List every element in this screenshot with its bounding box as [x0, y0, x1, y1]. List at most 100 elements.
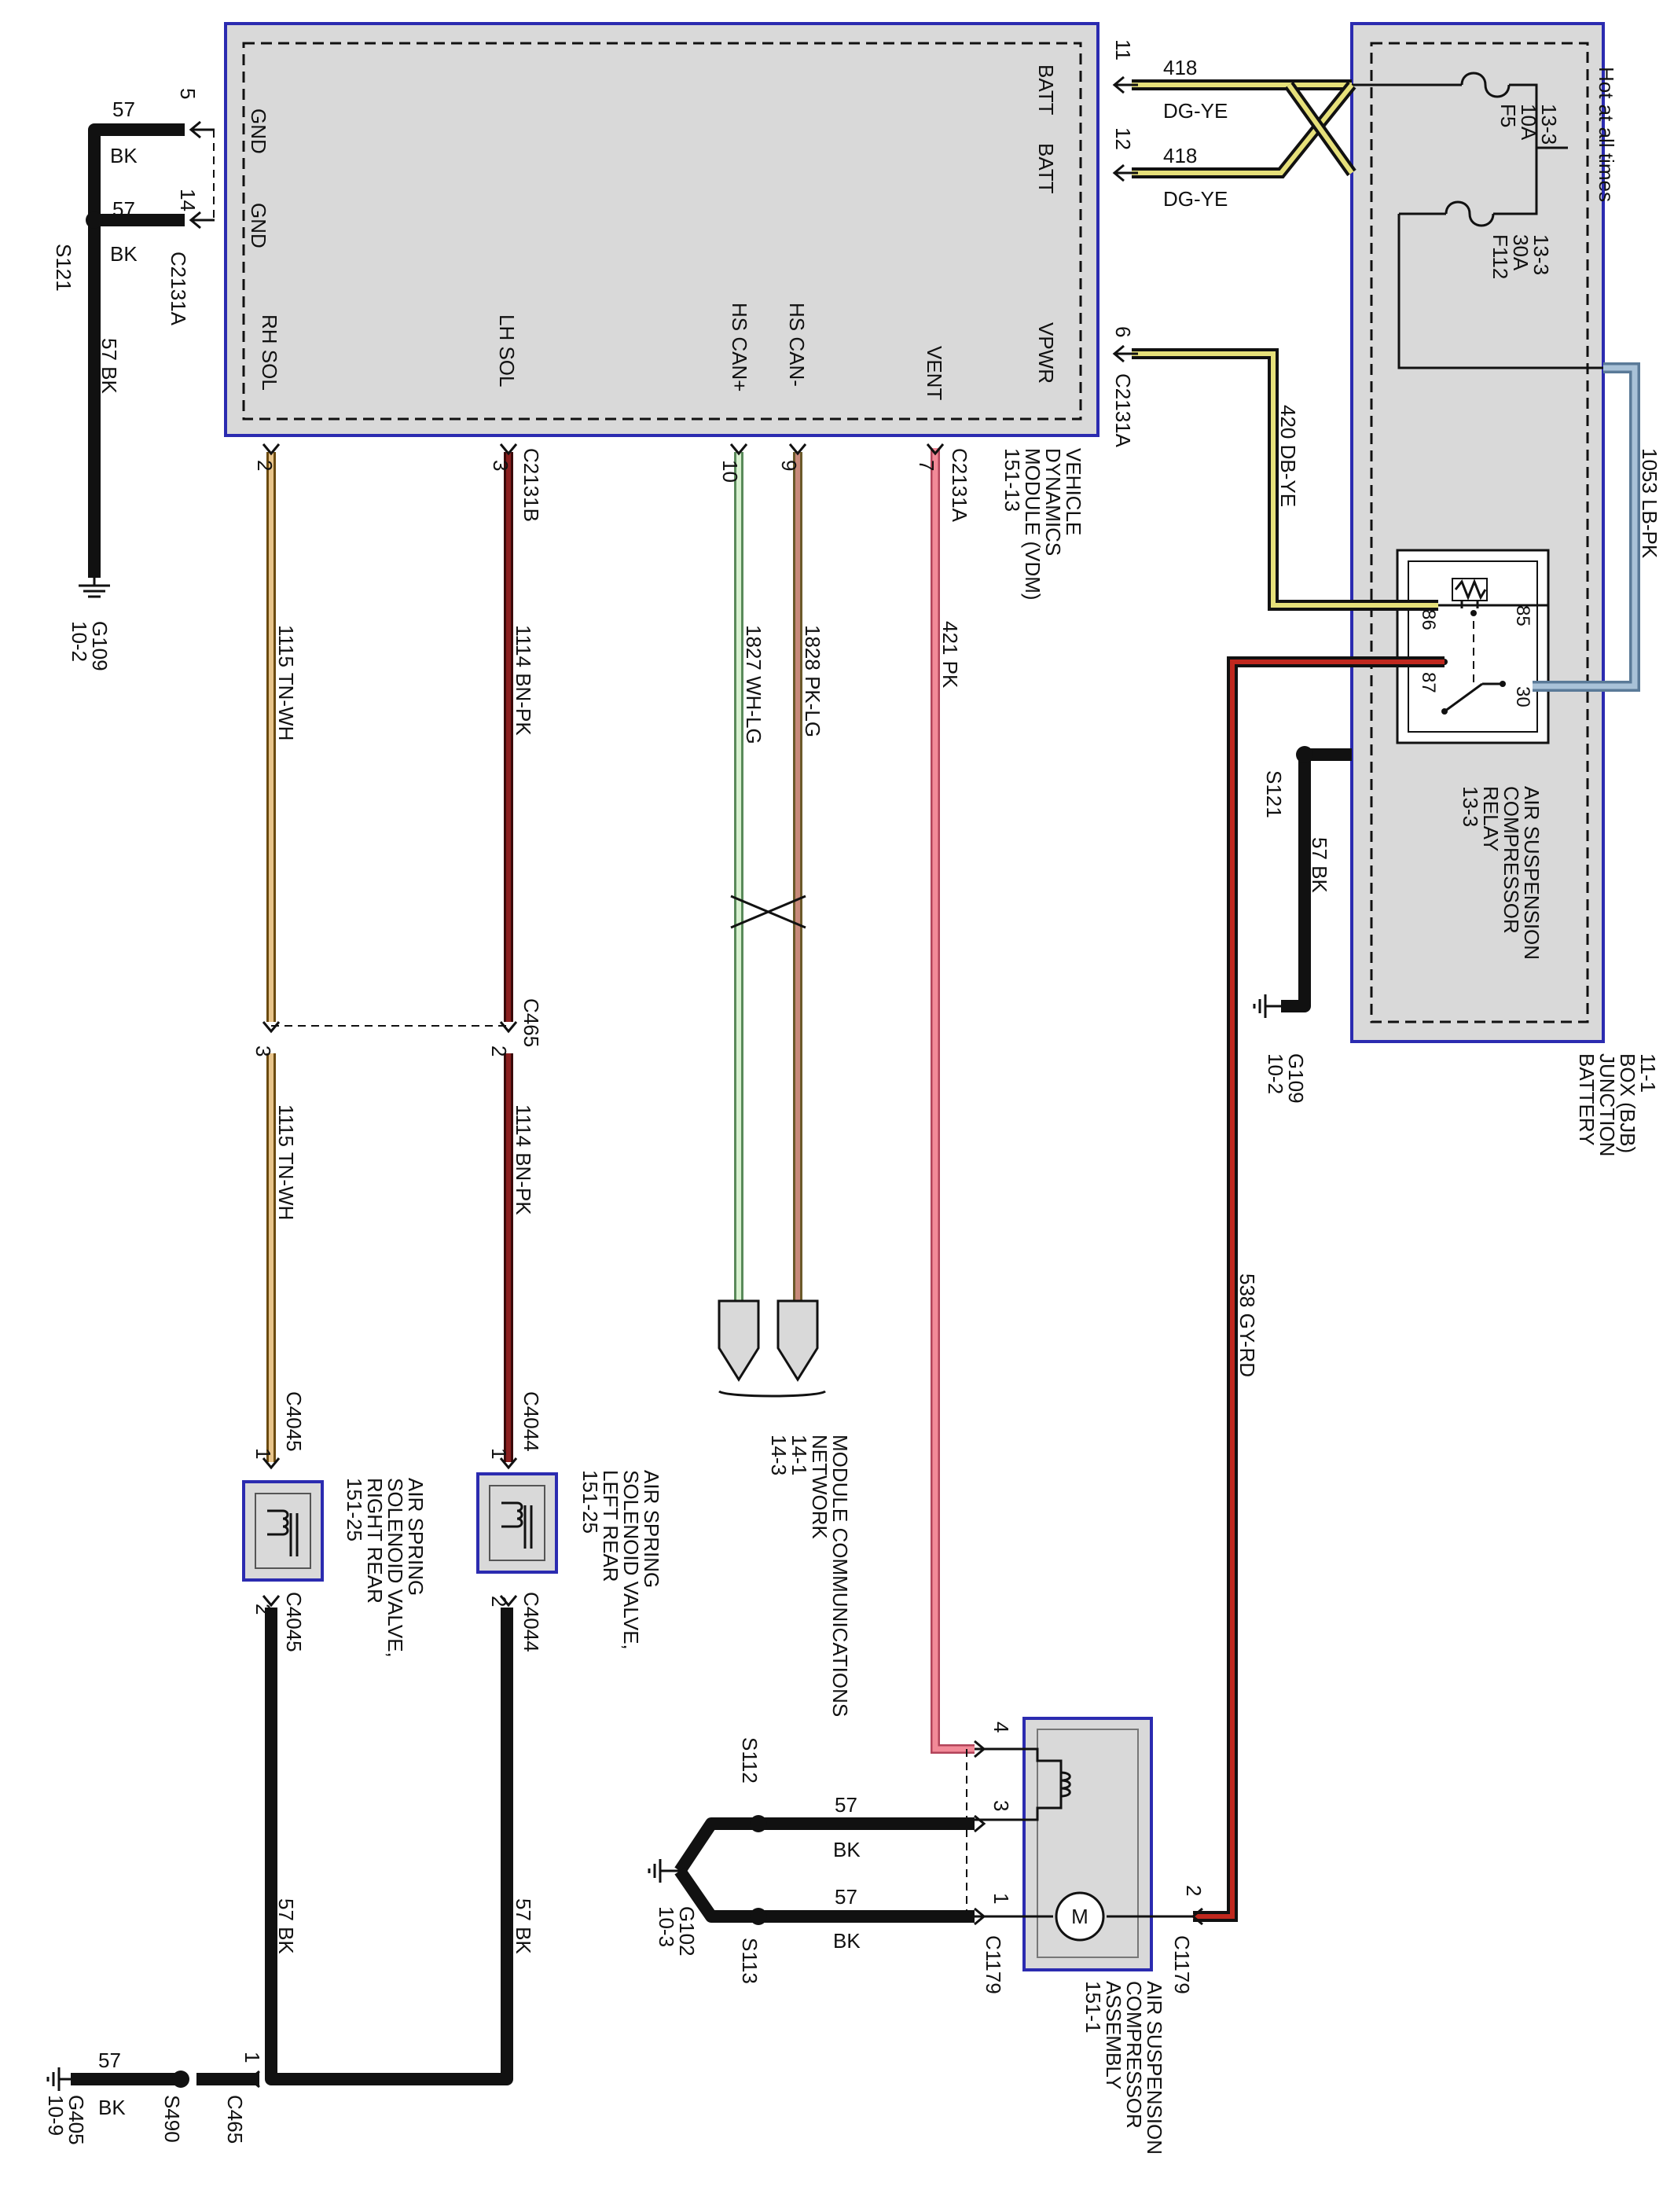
wire-1053 [1533, 362, 1640, 692]
conn-c465-bot: C465 [223, 2095, 247, 2144]
pin-5: 5 [176, 88, 200, 99]
relay-symbol [1396, 549, 1550, 744]
splice-s113 [750, 1908, 767, 1925]
svg-text:BATTERY: BATTERY [1575, 1053, 1599, 1146]
ground-g102-label: G102 10-3 [655, 1906, 699, 1957]
wire-57-rr-ground [265, 1608, 513, 2085]
svg-text:F5: F5 [1496, 104, 1520, 127]
pin-c465-3: 3 [251, 1045, 275, 1056]
valve-lr-label: AIR SPRING SOLENOID VALVE, LEFT REAR 151… [578, 1470, 663, 1650]
conn-c465-mid: C465 [519, 998, 543, 1047]
w1115-top-label: 1115 TN-WH [274, 625, 298, 740]
svg-text:151-25: 151-25 [343, 1478, 366, 1541]
vdm-name: VEHICLE DYNAMICS MODULE (VDM) 151-13 [1000, 448, 1085, 601]
conn-c2131b: C2131B [519, 448, 543, 522]
bjb-box [1350, 22, 1605, 1043]
svg-text:MODULE (VDM): MODULE (VDM) [1021, 448, 1044, 601]
conn-c2131a-top: C2131A [1111, 373, 1135, 448]
svg-text:AIR SUSPENSION: AIR SUSPENSION [1520, 786, 1544, 960]
w1114-top-label: 1114 BN-PK [512, 625, 535, 736]
wire-538 [1193, 656, 1445, 1922]
svg-text:BOX (BJB): BOX (BJB) [1616, 1053, 1639, 1153]
vdm-module-dashed [242, 42, 1082, 421]
pin-c4045-2: 2 [251, 1604, 275, 1615]
pin-comp-4: 4 [989, 1721, 1013, 1732]
svg-text:COMPRESSOR: COMPRESSOR [1500, 786, 1523, 934]
w1114-bot-label: 1114 BN-PK [512, 1104, 535, 1215]
svg-text:JUNCTION: JUNCTION [1595, 1053, 1619, 1156]
splice-s490 [172, 2071, 189, 2088]
relay-name: AIR SUSPENSION COMPRESSOR RELAY 13-3 [1459, 786, 1544, 960]
w418b-num: 418 [1163, 144, 1197, 167]
svg-text:14-3: 14-3 [767, 1435, 791, 1475]
wire-421 [931, 448, 975, 1754]
svg-text:11-1: 11-1 [1636, 1053, 1660, 1093]
svg-text:151-25: 151-25 [578, 1470, 602, 1534]
svg-text:10-9: 10-9 [44, 2095, 68, 2136]
ground-g405-label: G405 10-9 [44, 2095, 88, 2145]
bjb-hot-label: Hot at all times [1595, 67, 1618, 202]
svg-text:DYNAMICS: DYNAMICS [1041, 448, 1065, 556]
wire-418-b [1132, 81, 1356, 178]
svg-text:SOLENOID VALVE,: SOLENOID VALVE, [619, 1470, 643, 1650]
svg-text:30A: 30A [1509, 234, 1533, 271]
wire-57-s113 [674, 1867, 975, 1923]
network-connector-2 [776, 1299, 819, 1382]
svg-text:13-3: 13-3 [1459, 786, 1482, 827]
svg-text:NETWORK: NETWORK [808, 1435, 831, 1540]
w418a-num: 418 [1163, 56, 1197, 79]
w1827-label: 1827 WH-LG [742, 625, 765, 744]
svg-text:SOLENOID VALVE,: SOLENOID VALVE, [384, 1478, 407, 1658]
fuse-f112-label: F112 30A 13-3 [1489, 234, 1553, 279]
w420-label: 420 DB-YE [1276, 405, 1300, 507]
network-connector-1 [718, 1299, 760, 1382]
w421-label: 421 PK [938, 621, 962, 689]
pin-label-batt2: BATT [1034, 143, 1058, 194]
w57-gnd1-num: 57 [112, 97, 135, 121]
svg-text:G405: G405 [64, 2095, 88, 2145]
w57-vdm-vert-label: 57 BK [97, 338, 121, 394]
pin-6: 6 [1111, 326, 1135, 337]
ground-g109-top-label: G109 10-2 [68, 621, 112, 671]
conn-c1179-right: C1179 [1170, 1935, 1194, 1994]
conn-c2131a-gnd: C2131A [167, 252, 190, 326]
w57-rr-label: 57 BK [274, 1898, 298, 1954]
w418a-color: DG-YE [1163, 99, 1228, 123]
pin-9: 9 [777, 460, 801, 471]
pin-c4045-1: 1 [251, 1448, 275, 1459]
fuse-f112-symbol [1397, 148, 1603, 369]
svg-text:AIR SPRING: AIR SPRING [640, 1470, 663, 1588]
w57-s113-col: BK [833, 1929, 861, 1953]
w1115-bot-label: 1115 TN-WH [274, 1104, 298, 1220]
connector-chevrons [189, 75, 1203, 2089]
w1053-label: 1053 LB-PK [1638, 448, 1661, 559]
svg-text:F112: F112 [1489, 234, 1512, 279]
splice-s112-label: S112 [738, 1737, 762, 1784]
conn-c2131a-vent: C2131A [948, 448, 971, 523]
twist-symbol [730, 895, 806, 929]
pin-label-batt1: BATT [1034, 64, 1058, 116]
fuse-f5-label: F5 10A 13-3 [1496, 104, 1561, 145]
w57-s113-num: 57 [835, 1885, 857, 1909]
motor-label: M [1071, 1905, 1088, 1928]
pin-12: 12 [1111, 127, 1135, 150]
splice-s121-bjb-label: S121 [1262, 770, 1286, 818]
compressor-relay-coil [975, 1747, 1071, 1821]
fuse-f5-symbol [1352, 72, 1568, 149]
pin-11: 11 [1111, 39, 1135, 61]
w57-g405-col: BK [98, 2096, 126, 2119]
svg-text:AIR SPRING: AIR SPRING [404, 1478, 428, 1596]
conn-c4044-bot: C4044 [519, 1592, 543, 1652]
pin-14: 14 [176, 189, 200, 211]
relay-pin-87: 87 [1418, 672, 1439, 693]
pin-c4044-1: 1 [487, 1448, 511, 1459]
svg-text:G109: G109 [88, 621, 112, 671]
svg-text:LEFT REAR: LEFT REAR [599, 1470, 622, 1582]
wire-418-cross [1284, 81, 1356, 177]
pin-7: 7 [915, 460, 938, 471]
pin-comp-1: 1 [989, 1893, 1013, 1904]
pin-label-rh-sol: RH SOL [258, 314, 281, 391]
pin-10: 10 [718, 460, 742, 483]
pin-label-gnd1: GND [247, 108, 270, 154]
relay-pin-85: 85 [1512, 605, 1533, 626]
